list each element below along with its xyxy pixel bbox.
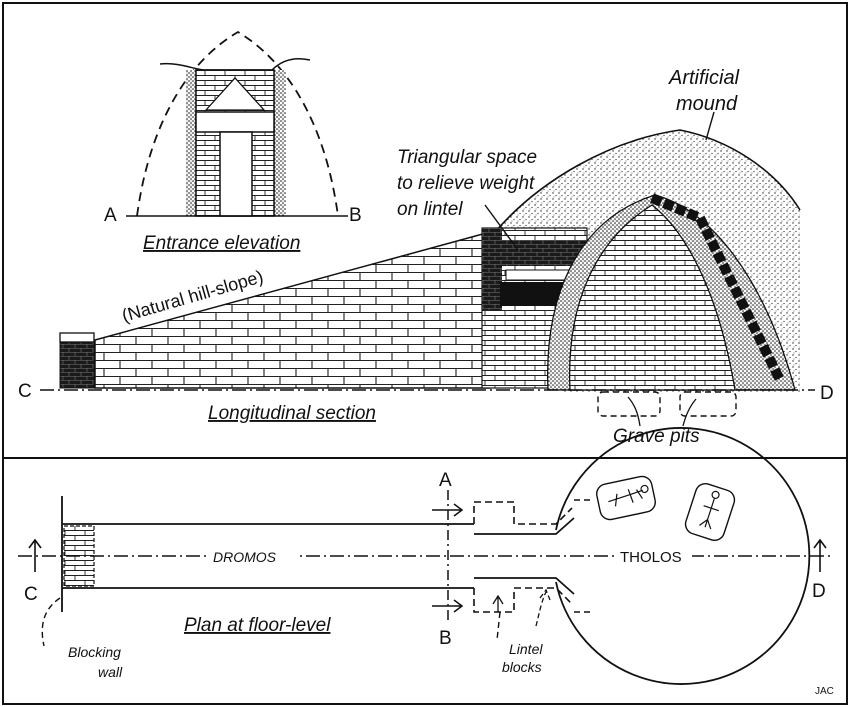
triangular-space-label-line1: Triangular space: [397, 147, 537, 168]
point-C-section: C: [18, 381, 32, 402]
tholos-label: THOLOS: [620, 549, 682, 566]
blocking-wall-label-line2: wall: [98, 664, 123, 680]
dromos-label: DROMOS: [213, 549, 277, 565]
point-D-section: D: [820, 383, 834, 404]
tholos-label-bg: [616, 546, 692, 566]
longitudinal-section-label: Longitudinal section: [208, 403, 376, 424]
point-C-plan: C: [24, 584, 38, 605]
lintel-blocks-label-line2: blocks: [502, 659, 542, 675]
entrance-elevation-drawing: [126, 30, 348, 217]
artificial-mound-label-line1: Artificial: [668, 67, 740, 89]
point-B-elevation: B: [349, 205, 362, 226]
longitudinal-section-drawing: [40, 111, 815, 427]
artist-initials: JAC: [815, 686, 834, 697]
entrance-elevation-label: Entrance elevation: [143, 233, 300, 254]
point-B-plan: B: [439, 628, 452, 649]
grave-pits-label: Grave pits: [613, 426, 700, 447]
plan-at-floor-level-label: Plan at floor-level: [184, 615, 331, 636]
triangular-space-label-line2: to relieve weight: [397, 173, 535, 194]
dromos-label-bg: [208, 546, 296, 566]
point-A-plan: A: [439, 470, 452, 491]
lintel-blocks-label-line1: Lintel: [509, 641, 543, 657]
point-D-plan: D: [812, 581, 826, 602]
artificial-mound-label-line2: mound: [676, 93, 738, 115]
floor-plan-drawing: [18, 427, 832, 685]
blocking-wall-label-line1: Blocking: [68, 644, 121, 660]
point-A-elevation: A: [104, 205, 117, 226]
triangular-space-label-line3: on lintel: [397, 199, 463, 220]
